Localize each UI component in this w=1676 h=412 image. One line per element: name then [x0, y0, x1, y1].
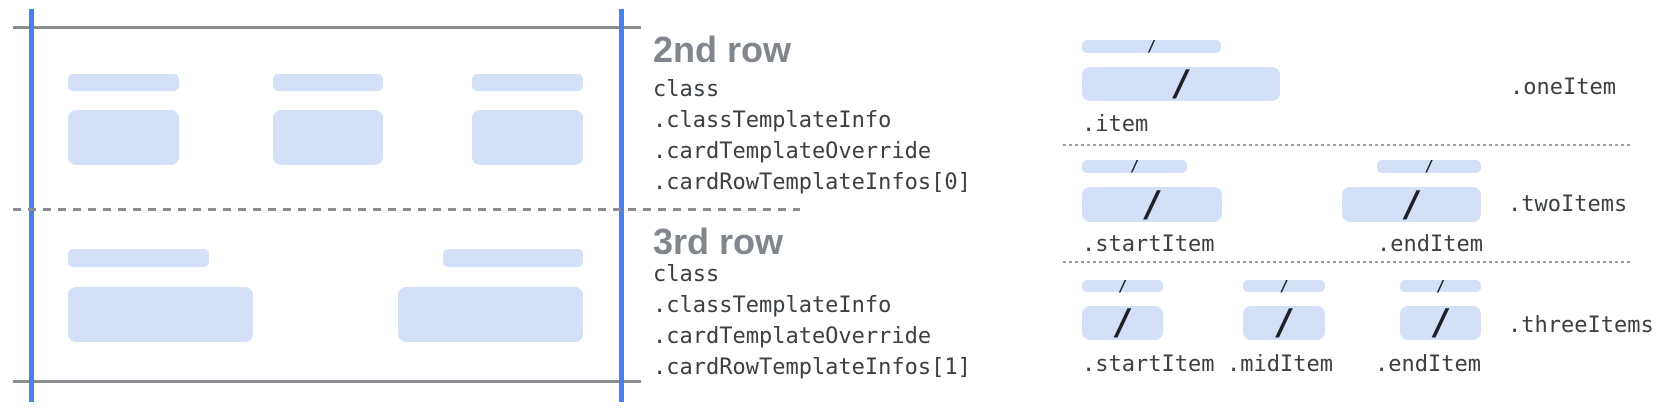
field-path-line: .cardRowTemplateInfos[0]: [653, 170, 971, 195]
item-field-label: .item: [1082, 112, 1149, 137]
field-path-line: .classTemplateInfo: [653, 293, 892, 318]
field-path-line: .classTemplateInfo: [653, 108, 892, 133]
item-label-bar: /: [1243, 276, 1325, 295]
slash-icon: /: [1146, 37, 1157, 55]
second-row-title: 2nd row: [653, 29, 792, 70]
placeholder-value-bar: [273, 110, 383, 165]
item-label-bar: /: [1082, 37, 1221, 55]
item-field-label: .endItem: [1375, 352, 1481, 377]
slash-icon: /: [1279, 276, 1289, 295]
field-path-line: .cardTemplateOverride: [653, 139, 932, 164]
placeholder-value-bar: [68, 287, 253, 342]
card-right-margin-guide: [619, 9, 624, 402]
slash-icon: /: [1424, 157, 1434, 175]
layout-name-label: .threeItems: [1508, 313, 1654, 338]
card-left-margin-guide: [29, 9, 34, 402]
slash-icon: /: [1400, 183, 1423, 225]
field-path-line: .cardRowTemplateInfos[1]: [653, 355, 971, 380]
third-row-title: 3rd row: [653, 221, 784, 262]
item-label-bar: /: [1400, 276, 1481, 295]
placeholder-value-bar: [68, 110, 179, 165]
item-label-bar: /: [1377, 157, 1481, 175]
item-value-bar: /: [1400, 302, 1481, 343]
item-field-label: .midItem: [1227, 352, 1333, 377]
slash-icon: /: [1117, 276, 1128, 295]
item-value-bar: /: [1082, 183, 1222, 225]
second-row-field-path: class .classTemplateInfo .cardTemplateOv…: [653, 74, 971, 198]
placeholder-label-bar: [68, 249, 209, 267]
third-row-field-path: class .classTemplateInfo .cardTemplateOv…: [653, 259, 971, 383]
field-path-line: .cardTemplateOverride: [653, 324, 932, 349]
placeholder-label-bar: [443, 249, 583, 267]
item-field-label: .startItem: [1082, 352, 1215, 377]
item-field-label: .endItem: [1377, 232, 1483, 257]
slash-icon: /: [1141, 183, 1163, 225]
slash-icon: /: [1170, 63, 1192, 104]
slash-icon: /: [1429, 302, 1452, 343]
layout-divider-dotted-line: [1063, 144, 1630, 146]
slash-icon: /: [1111, 302, 1134, 343]
slash-icon: /: [1129, 157, 1140, 175]
item-value-bar: /: [1082, 63, 1280, 104]
placeholder-label-bar: [68, 74, 179, 91]
layout-divider-dotted-line: [1063, 261, 1630, 263]
placeholder-value-bar: [472, 110, 583, 165]
row-divider-dashed-line: [13, 208, 800, 211]
item-value-bar: /: [1082, 302, 1163, 343]
slash-icon: /: [1273, 302, 1295, 343]
item-value-bar: /: [1243, 302, 1325, 343]
field-path-line: class: [653, 77, 720, 102]
placeholder-value-bar: [398, 287, 583, 342]
item-field-label: .startItem: [1082, 232, 1215, 257]
slash-icon: /: [1435, 276, 1446, 295]
placeholder-label-bar: [273, 74, 383, 91]
item-value-bar: /: [1342, 183, 1481, 225]
layout-name-label: .twoItems: [1508, 192, 1628, 217]
item-label-bar: /: [1082, 276, 1163, 295]
card-bottom-edge-line: [13, 380, 641, 383]
field-path-line: class: [653, 262, 720, 287]
placeholder-label-bar: [472, 74, 583, 91]
layout-name-label: .oneItem: [1510, 75, 1616, 100]
item-label-bar: /: [1082, 157, 1187, 175]
card-top-edge-line: [13, 26, 641, 29]
